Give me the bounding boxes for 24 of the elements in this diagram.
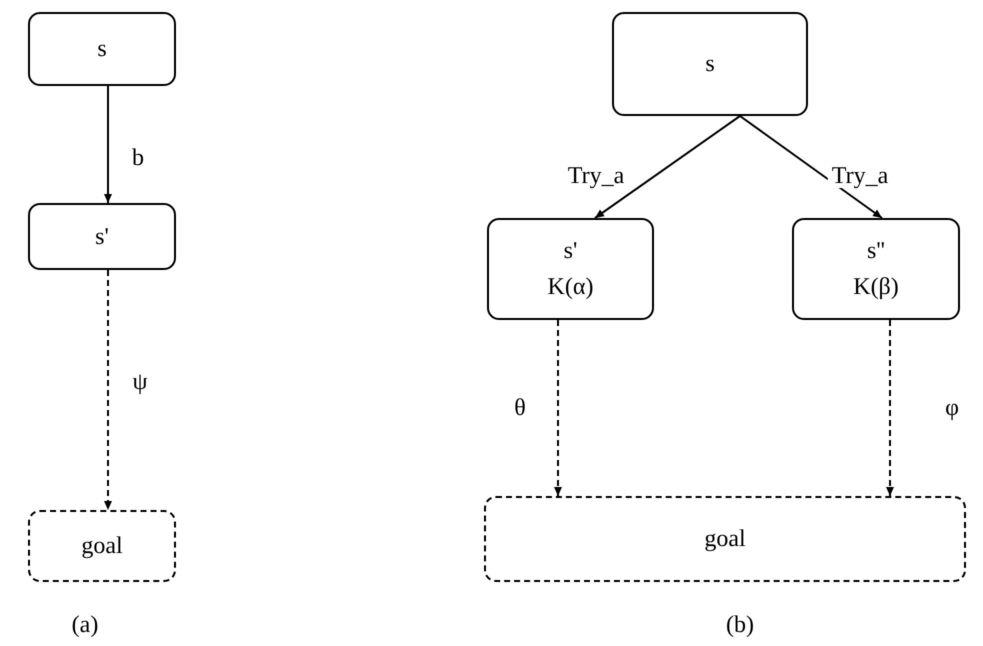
node-label: K(β) bbox=[853, 275, 899, 299]
node-label: s' bbox=[95, 224, 109, 248]
node-label: s'' bbox=[867, 239, 885, 263]
panel-label: (b) bbox=[726, 613, 754, 637]
arrow bbox=[594, 115, 741, 219]
node-label: goal bbox=[704, 527, 746, 551]
rounded-box bbox=[28, 12, 176, 86]
dashed-box bbox=[484, 496, 966, 582]
node-label: s bbox=[705, 52, 715, 76]
panel-label: (a) bbox=[72, 613, 98, 637]
rounded-box bbox=[612, 12, 808, 116]
arrow bbox=[739, 115, 883, 219]
node-label: goal bbox=[81, 534, 123, 558]
rounded-box bbox=[487, 218, 654, 320]
arrow bbox=[104, 270, 112, 510]
arrow bbox=[104, 86, 112, 203]
dashed-box bbox=[28, 510, 176, 582]
node-label: K(α) bbox=[548, 275, 594, 299]
rounded-box bbox=[28, 203, 176, 270]
rounded-box bbox=[792, 218, 960, 320]
arrow bbox=[886, 320, 894, 496]
node-label: s' bbox=[564, 239, 578, 263]
arrow bbox=[554, 320, 562, 496]
node-label: s bbox=[97, 37, 107, 61]
